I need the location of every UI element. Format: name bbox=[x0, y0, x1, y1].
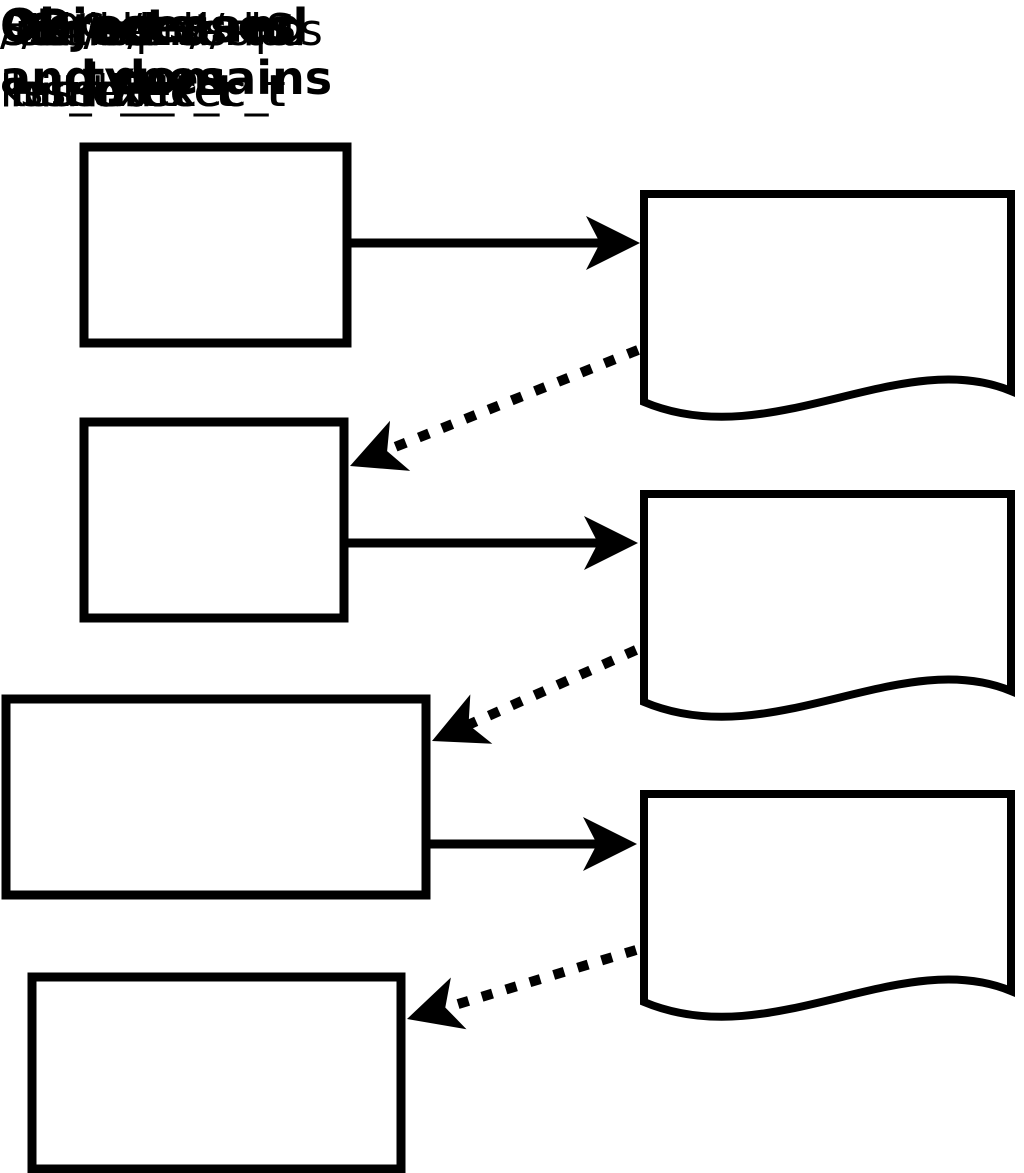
process-box-shapes bbox=[1, 142, 431, 1173]
process-box-init-shape bbox=[79, 417, 349, 623]
object-type: init_exec_t bbox=[0, 66, 234, 117]
process-name: Startup scripts bbox=[0, 5, 323, 56]
object-doc-sbin-init-label: /sbin/init init_exec_t bbox=[0, 0, 233, 122]
column-header-processes: Processes and domains bbox=[0, 0, 332, 104]
arrowhead-icon bbox=[407, 977, 467, 1030]
domain-type: initrc_t bbox=[86, 66, 237, 117]
arrowhead-icon bbox=[350, 420, 411, 471]
exec-arrow-kernel-to-sbin-init bbox=[346, 216, 640, 270]
transition-arrow-rcs-to-startup-scripts bbox=[432, 645, 639, 744]
object-path: /usr/sbin/sshd bbox=[0, 5, 307, 56]
column-header-objects: Objects and types bbox=[0, 0, 308, 104]
exec-arrow-startup-to-sshd bbox=[426, 817, 637, 871]
arrowhead-icon bbox=[583, 817, 637, 871]
object-doc-etc-initd-rcs-shape bbox=[640, 490, 1015, 721]
arrowhead-icon bbox=[584, 516, 638, 570]
process-box-ssh-server-shape bbox=[27, 972, 406, 1173]
object-type: initrc_exec_t bbox=[9, 66, 285, 117]
object-type: sshd_exec_t bbox=[20, 66, 286, 117]
process-box-init-label: Init init_t bbox=[0, 0, 109, 122]
domain-type: kernel_t bbox=[0, 66, 175, 117]
process-box-startup-scripts-label: Startup scripts initrc_t bbox=[0, 0, 323, 122]
process-name: SSH server bbox=[0, 5, 243, 56]
column-header-line2: types bbox=[82, 51, 226, 105]
dotted-line bbox=[443, 945, 638, 1013]
object-doc-sbin-init-shape bbox=[640, 190, 1015, 421]
exec-arrows bbox=[344, 216, 640, 871]
domain-type: init_t bbox=[0, 66, 109, 117]
dotted-line bbox=[465, 645, 639, 730]
column-header-line1: Objects and bbox=[0, 0, 309, 53]
process-box-ssh-server-label: SSH server sshd_t bbox=[0, 0, 242, 122]
process-name: Kernel bbox=[18, 5, 157, 56]
object-path: /sbin/init bbox=[21, 5, 212, 56]
object-doc-usr-sbin-sshd-label: /usr/sbin/sshd sshd_exec_t bbox=[0, 0, 306, 122]
arrowhead-icon bbox=[432, 694, 493, 744]
exec-arrow-label: exec bbox=[0, 0, 105, 49]
transition-arrow-sshd-to-ssh-server bbox=[407, 945, 638, 1030]
object-doc-shapes bbox=[640, 190, 1015, 1021]
exec-arrow-init-to-rcs bbox=[344, 516, 638, 570]
object-doc-etc-initd-rcs-label: /etc/init.d/rcS initrc_exec_t bbox=[0, 0, 294, 122]
domain-type: sshd_t bbox=[50, 66, 192, 117]
process-box-kernel-shape bbox=[79, 142, 352, 348]
process-box-kernel-label: Kernel kernel_t bbox=[0, 0, 175, 122]
transition-arrows bbox=[350, 345, 640, 1030]
column-header-line1: Processes bbox=[36, 0, 296, 53]
arrowhead-icon bbox=[586, 216, 640, 270]
object-doc-usr-sbin-sshd-shape bbox=[640, 790, 1015, 1021]
process-box-startup-scripts-shape bbox=[1, 694, 431, 900]
transition-arrow-sbin-init-to-init bbox=[350, 345, 640, 471]
process-name: Init bbox=[19, 5, 90, 56]
column-header-line2: and domains bbox=[0, 51, 333, 105]
object-path: /etc/init.d/rcS bbox=[0, 5, 294, 56]
dotted-line bbox=[383, 345, 640, 456]
